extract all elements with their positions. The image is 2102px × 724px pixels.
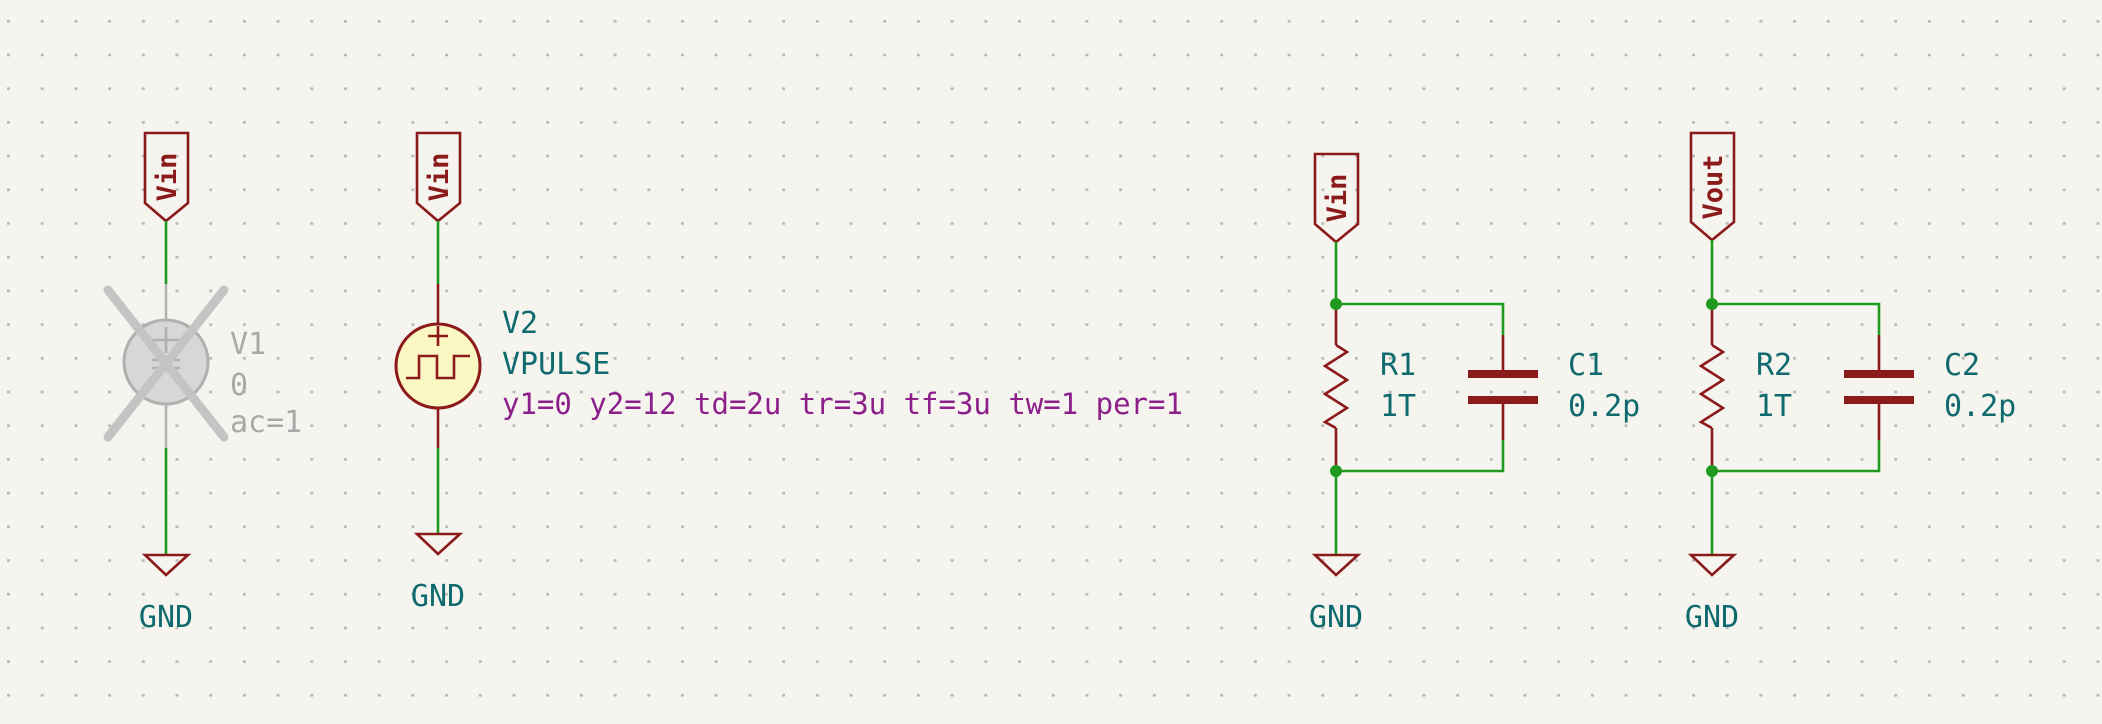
rc2-top-wire[interactable] — [1712, 302, 1881, 335]
rc1-top-wire[interactable] — [1336, 302, 1505, 335]
v2-ground-label: GND — [411, 579, 465, 614]
rc1-c-value: 0.2p — [1568, 389, 1640, 424]
rc2-c-value: 0.2p — [1944, 389, 2016, 424]
v1-ground-label: GND — [139, 600, 193, 635]
rc2-ground-label: GND — [1685, 600, 1739, 635]
rc2-c-reference: C2 — [1944, 348, 1980, 383]
v1-circuit: Vin GND V1 0 ac=1 — [103, 131, 302, 635]
rc1-junction-top — [1330, 298, 1342, 310]
rc1-circuit: Vin GND R1 1T C1 0.2p — [1309, 152, 1640, 635]
rc1-ground-label: GND — [1309, 600, 1363, 635]
rc2-r-reference: R2 — [1756, 348, 1792, 383]
rc1-c-reference: C1 — [1568, 348, 1604, 383]
v1-spice-params: ac=1 — [230, 405, 302, 440]
rc2-port-vout[interactable]: Vout — [1689, 131, 1736, 242]
v1-source-symbol[interactable] — [103, 285, 229, 442]
rc1-junction-bottom — [1330, 465, 1342, 477]
rc1-resistor-r1[interactable] — [1322, 343, 1350, 430]
v2-port-vin[interactable]: Vin — [415, 131, 462, 223]
v1-value: 0 — [230, 368, 248, 403]
v2-spice-params: y1=0 y2=12 td=2u tr=3u tf=3u tw=1 per=1 — [502, 387, 1183, 421]
v1-port-vin[interactable]: Vin — [143, 131, 190, 223]
rc2-resistor-r2[interactable] — [1698, 343, 1726, 430]
rc2-circuit: Vout GND R2 1T C2 0.2p — [1685, 131, 2016, 635]
rc1-r-value: 1T — [1380, 389, 1416, 424]
v2-value: VPULSE — [502, 347, 610, 382]
rc2-port-label: Vout — [1698, 154, 1729, 219]
v2-ground-symbol[interactable] — [413, 532, 464, 556]
v2-pulse-source-symbol[interactable] — [394, 322, 482, 410]
v2-reference: V2 — [502, 306, 538, 341]
v1-port-label: Vin — [152, 153, 183, 202]
rc2-r-value: 1T — [1756, 389, 1792, 424]
v1-reference: V1 — [230, 327, 266, 362]
rc1-port-vin[interactable]: Vin — [1313, 152, 1360, 244]
rc2-junction-top — [1706, 298, 1718, 310]
rc1-ground-symbol[interactable] — [1311, 553, 1362, 577]
rc2-ground-symbol[interactable] — [1687, 553, 1738, 577]
v1-ground-symbol[interactable] — [141, 553, 192, 577]
rc1-bottom-wire[interactable] — [1336, 440, 1505, 473]
rc1-r-reference: R1 — [1380, 348, 1416, 383]
rc2-junction-bottom — [1706, 465, 1718, 477]
v2-port-label: Vin — [424, 153, 455, 202]
rc2-bottom-wire[interactable] — [1712, 440, 1881, 473]
rc1-port-label: Vin — [1322, 174, 1353, 223]
v2-circuit: Vin GND V2 VPULSE y1=0 y2=12 td=2u tr=3u… — [394, 131, 1183, 614]
